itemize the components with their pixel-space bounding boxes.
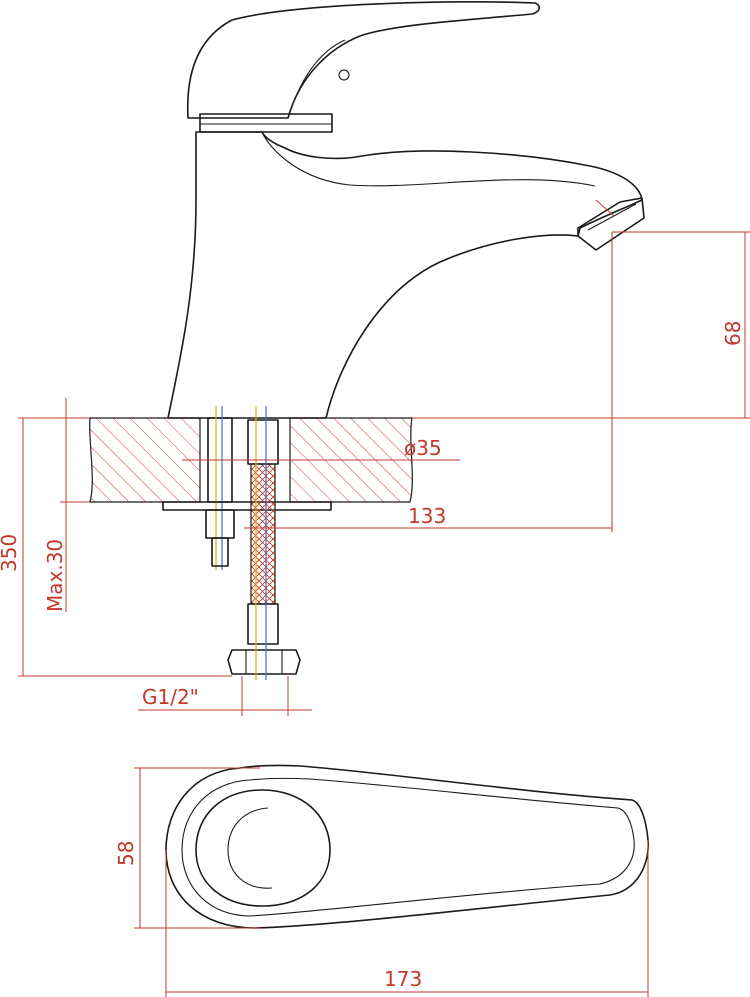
handle-lever — [186, 1, 541, 119]
dimensions-side: 68 ø35 133 350 Max.30 G1/2" — [0, 231, 750, 716]
top-view-handle — [195, 789, 331, 907]
hose-upper-fitting — [247, 419, 279, 465]
faucet-body — [167, 131, 643, 419]
fixing-stud — [211, 537, 229, 567]
dim-g-thread: G1/2" — [142, 685, 199, 709]
spout-top-line — [261, 131, 596, 187]
dim-68: 68 — [721, 321, 745, 346]
cap-ring — [199, 113, 333, 133]
countertop-section — [89, 406, 413, 680]
dim-max-30: Max.30 — [43, 539, 67, 612]
faucet-top-view — [165, 764, 650, 929]
faucet-side-view — [167, 1, 645, 419]
hose-lower-fitting — [247, 603, 279, 645]
dimensions-top: 58 173 — [114, 767, 649, 997]
dim-350: 350 — [0, 534, 21, 572]
countertop-hatch-left — [89, 417, 201, 503]
dim-58: 58 — [114, 841, 138, 866]
handle-inner-curve — [287, 39, 346, 119]
dim-133: 133 — [408, 504, 446, 528]
dim-diameter-35: ø35 — [404, 436, 442, 460]
fixing-plate — [162, 501, 332, 511]
fixing-nut — [205, 509, 235, 539]
aerator — [577, 197, 645, 251]
dim-173: 173 — [384, 967, 422, 991]
handle-screw — [338, 69, 350, 81]
hose-connector-nut — [227, 649, 301, 675]
top-view-handle-shine — [227, 807, 273, 889]
top-view-inner — [181, 777, 635, 917]
flexible-hose — [250, 463, 276, 605]
top-view-outline — [165, 764, 650, 929]
